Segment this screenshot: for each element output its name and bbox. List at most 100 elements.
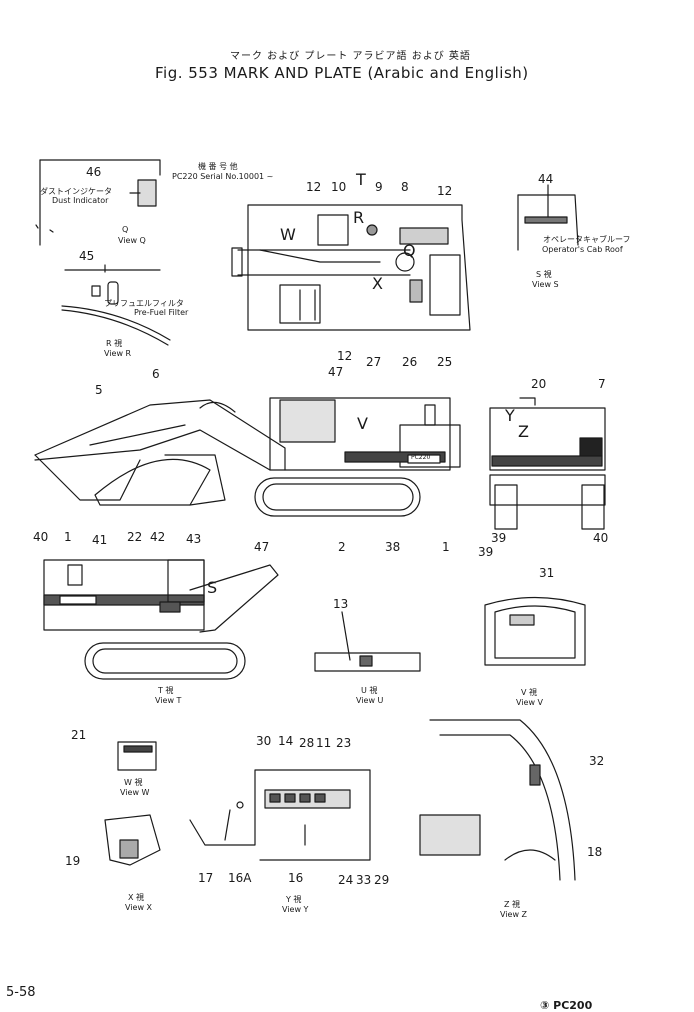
view-t-caption: View T — [155, 696, 182, 705]
view-w-caption-jp: W 視 — [124, 778, 143, 787]
view-s-drawing — [517, 184, 579, 251]
view-q-caption: View Q — [118, 236, 146, 245]
callout-6: 6 — [152, 367, 160, 381]
view-y-caption: View Y — [282, 905, 309, 914]
view-z-caption-jp: Z 視 — [504, 900, 521, 909]
view-q-en-label: Dust Indicator — [52, 196, 109, 205]
view-t-drawing — [43, 559, 279, 680]
arrow-label-z: Z — [518, 422, 529, 441]
callout-23: 23 — [336, 736, 352, 750]
callout-33: 33 — [356, 873, 372, 887]
figure-title-japanese: マーク および プレート アラビア語 および 英語 — [230, 51, 471, 62]
serial-note-japanese: 機 番 号 他 — [198, 162, 238, 171]
view-v-caption-jp: V 視 — [521, 688, 538, 697]
callout-13: 13 — [333, 597, 349, 611]
callout-47: 47 — [328, 365, 344, 379]
view-s-caption: View S — [532, 280, 559, 289]
callout-2: 2 — [338, 540, 346, 554]
callout-17: 17 — [198, 871, 214, 885]
callout-10: 10 — [331, 180, 347, 194]
view-q-jp-label: ダストインジケータ — [40, 187, 112, 196]
view-s-en-label: Operator's Cab Roof — [542, 245, 623, 254]
view-x-caption-jp: X 視 — [128, 893, 145, 902]
model-code: ③ PC200 — [540, 999, 593, 1012]
view-z-caption: View Z — [500, 910, 528, 919]
callout-39: 39 — [478, 545, 494, 559]
view-u-caption: View U — [356, 696, 384, 705]
callout-1: 1 — [442, 540, 450, 554]
callout-43: 43 — [186, 532, 202, 546]
view-t-caption-jp: T 視 — [158, 686, 174, 695]
view-r-jp-label: プリフュエルフィルタ — [104, 299, 184, 308]
view-y-drawing — [189, 769, 371, 861]
callout-39b: 39 — [491, 531, 507, 545]
callout-12c: 12 — [337, 349, 353, 363]
callout-27: 27 — [366, 355, 382, 369]
callout-12: 12 — [306, 180, 322, 194]
arrow-label-w: W — [280, 225, 296, 244]
callout-25: 25 — [437, 355, 453, 369]
callout-1b: 1 — [64, 530, 72, 544]
view-v-caption: View V — [516, 698, 543, 707]
callout-7: 7 — [598, 377, 606, 391]
callout-22: 22 — [127, 530, 143, 544]
callout-14: 14 — [278, 734, 294, 748]
callout-16a: 16A — [228, 871, 252, 885]
callout-20: 20 — [531, 377, 547, 391]
callout-29: 29 — [374, 873, 390, 887]
arrow-label-x: X — [372, 274, 383, 293]
callout-46: 46 — [86, 165, 102, 179]
arrow-label-s: S — [207, 578, 218, 597]
callout-32: 32 — [589, 754, 605, 768]
callout-40: 40 — [593, 531, 609, 545]
arrow-label-y: Y — [505, 406, 515, 425]
view-u-drawing — [314, 611, 421, 672]
callout-16: 16 — [288, 871, 304, 885]
callout-11: 11 — [316, 736, 332, 750]
view-y-caption-jp: Y 視 — [286, 895, 302, 904]
view-z-drawing — [419, 719, 576, 881]
callout-45: 45 — [79, 249, 95, 263]
callout-12b: 12 — [437, 184, 453, 198]
excavator-rear-view — [489, 397, 606, 530]
callout-26: 26 — [402, 355, 418, 369]
view-q-drawing — [35, 159, 161, 246]
view-s-jp-label: オペレータキャブルーフ — [543, 235, 631, 244]
callout-41: 41 — [92, 533, 108, 547]
view-v-drawing — [484, 596, 586, 666]
callout-31: 31 — [539, 566, 555, 580]
arrow-label-q: Q — [403, 241, 416, 260]
callout-47b: 47 — [254, 540, 270, 554]
page-number: 5-58 — [6, 985, 36, 1000]
view-q-letter: Q — [122, 225, 129, 234]
callout-42: 42 — [150, 530, 166, 544]
callout-40b: 40 — [33, 530, 49, 544]
view-s-caption-jp: S 視 — [536, 270, 552, 279]
view-w-caption: View W — [120, 788, 150, 797]
view-r-drawing — [61, 264, 171, 346]
arrow-label-r: R — [353, 208, 365, 227]
view-x-caption: View X — [125, 903, 153, 912]
callout-24: 24 — [338, 873, 354, 887]
callout-9: 9 — [375, 180, 383, 194]
arrow-label-t: T — [356, 170, 366, 189]
callout-18: 18 — [587, 845, 603, 859]
callout-19: 19 — [65, 854, 81, 868]
arrow-label-v: V — [357, 414, 368, 433]
figure-title: Fig. 553 MARK AND PLATE (Arabic and Engl… — [155, 64, 529, 82]
callout-5: 5 — [95, 383, 103, 397]
callout-8: 8 — [401, 180, 409, 194]
view-u-caption-jp: U 視 — [361, 686, 378, 695]
view-w-drawing — [117, 741, 157, 771]
excavator-side-view — [34, 397, 461, 517]
view-r-caption: View R — [104, 349, 132, 358]
view-x-drawing — [104, 814, 161, 866]
top-view-drawing — [231, 204, 471, 331]
serial-note: PC220 Serial No.10001 ~ — [172, 172, 274, 181]
serial-plate-text: PC220 — [411, 454, 431, 461]
callout-28: 28 — [299, 736, 315, 750]
view-r-en-label: Pre-Fuel Filter — [134, 308, 189, 317]
callout-38: 38 — [385, 540, 401, 554]
callout-44: 44 — [538, 172, 554, 186]
